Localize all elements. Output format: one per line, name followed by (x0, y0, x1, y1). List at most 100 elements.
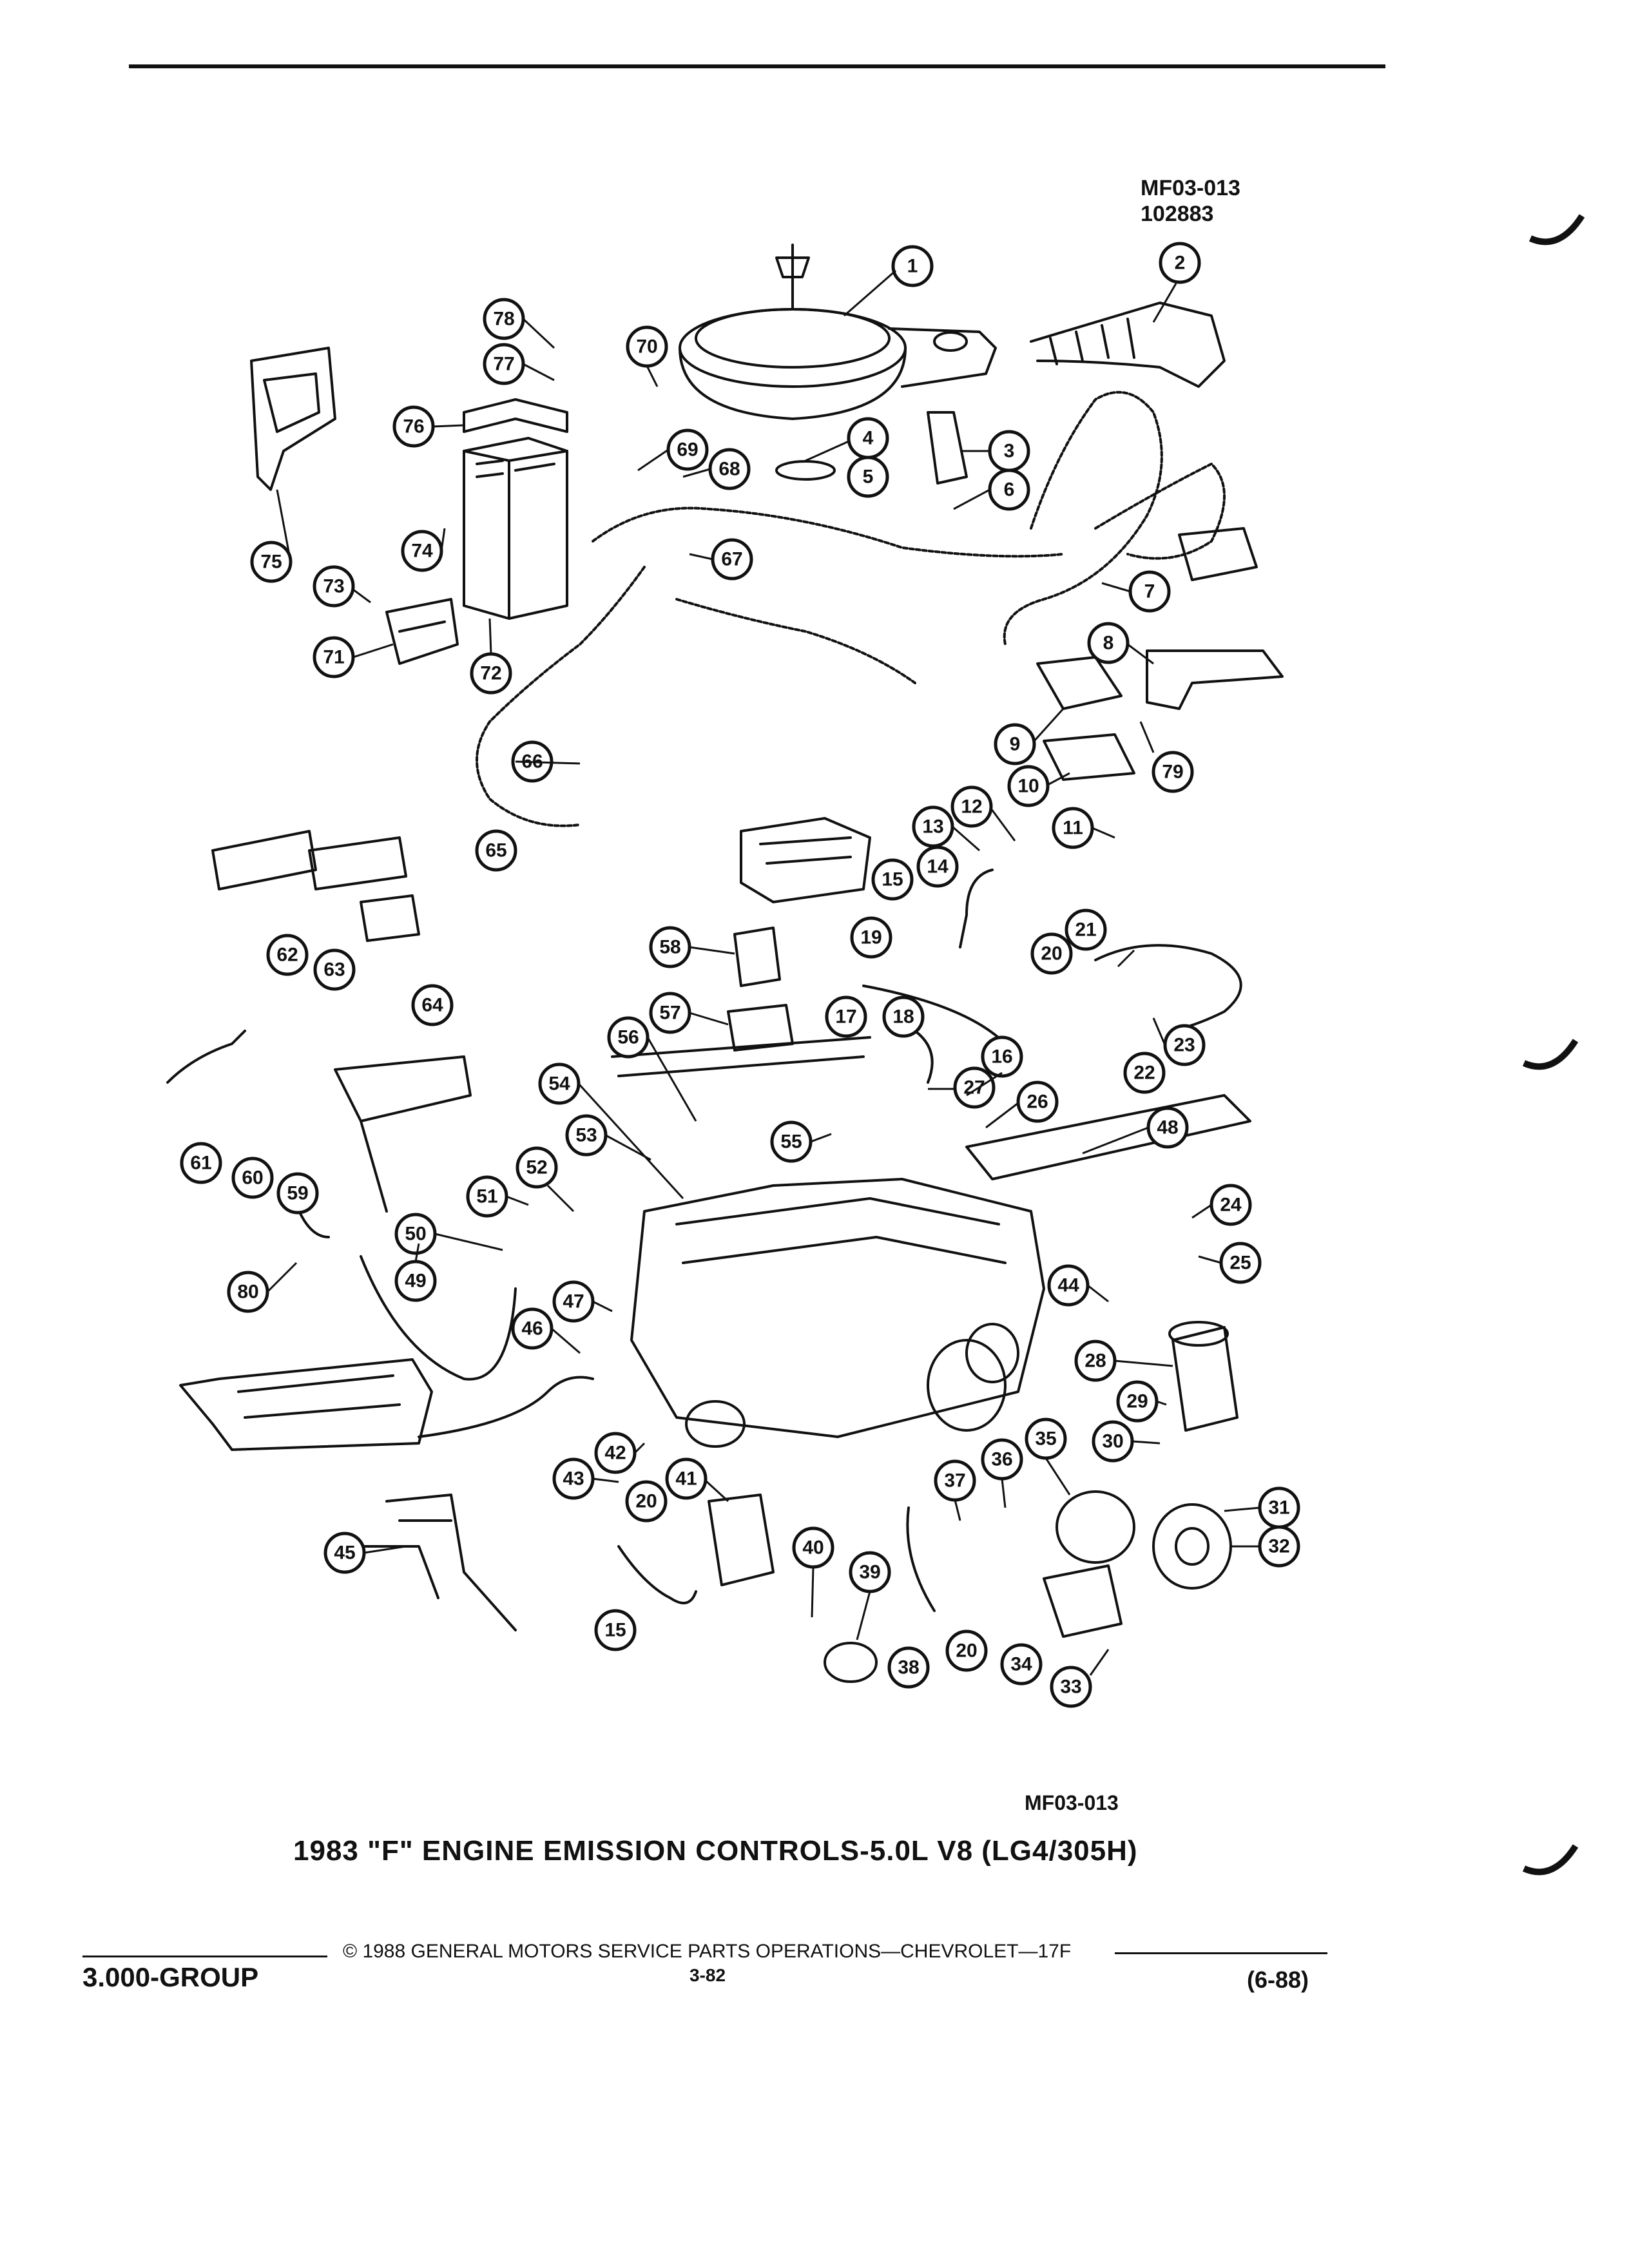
callout-69[interactable]: 69 (666, 428, 709, 471)
callout-26[interactable]: 26 (1016, 1081, 1059, 1123)
callout-39[interactable]: 39 (849, 1551, 891, 1593)
callout-54[interactable]: 54 (538, 1062, 581, 1105)
callout-62[interactable]: 62 (266, 934, 309, 976)
callout-23[interactable]: 23 (1163, 1024, 1206, 1066)
callout-58[interactable]: 58 (649, 926, 691, 968)
callout-44[interactable]: 44 (1047, 1264, 1090, 1307)
callout-68[interactable]: 68 (708, 448, 751, 490)
callout-4[interactable]: 4 (847, 417, 889, 459)
callout-15[interactable]: 15 (594, 1609, 637, 1651)
reference-number: 102883 (1141, 202, 1214, 226)
callout-label: 4 (863, 428, 874, 449)
callout-label: 12 (961, 796, 982, 818)
callout-74[interactable]: 74 (401, 530, 443, 572)
callout-46[interactable]: 46 (511, 1307, 554, 1350)
callout-32[interactable]: 32 (1258, 1525, 1300, 1568)
callout-14[interactable]: 14 (916, 845, 959, 888)
callout-51[interactable]: 51 (466, 1175, 508, 1218)
callout-label: 15 (882, 869, 903, 890)
callout-label: 2 (1175, 253, 1186, 274)
callout-27[interactable]: 27 (953, 1066, 996, 1109)
callout-48[interactable]: 48 (1146, 1106, 1189, 1149)
callout-12[interactable]: 12 (950, 785, 993, 828)
callout-18[interactable]: 18 (882, 995, 925, 1038)
callout-15[interactable]: 15 (871, 858, 914, 901)
callout-70[interactable]: 70 (626, 325, 668, 368)
callout-43[interactable]: 43 (552, 1457, 595, 1500)
callout-7[interactable]: 7 (1128, 570, 1171, 613)
callout-37[interactable]: 37 (934, 1459, 976, 1502)
callout-65[interactable]: 65 (475, 829, 517, 872)
callout-42[interactable]: 42 (594, 1432, 637, 1474)
callout-5[interactable]: 5 (847, 456, 889, 498)
callout-35[interactable]: 35 (1025, 1418, 1067, 1460)
callout-1[interactable]: 1 (891, 245, 934, 287)
callout-64[interactable]: 64 (411, 984, 454, 1026)
callout-24[interactable]: 24 (1210, 1184, 1252, 1226)
callout-13[interactable]: 13 (912, 805, 954, 848)
callout-40[interactable]: 40 (792, 1526, 834, 1569)
callout-38[interactable]: 38 (887, 1646, 930, 1689)
callout-67[interactable]: 67 (711, 538, 753, 581)
callout-36[interactable]: 36 (981, 1438, 1023, 1481)
callout-9[interactable]: 9 (994, 723, 1036, 765)
callout-59[interactable]: 59 (276, 1172, 319, 1215)
callout-29[interactable]: 29 (1116, 1380, 1159, 1423)
callout-41[interactable]: 41 (665, 1457, 708, 1500)
callout-11[interactable]: 11 (1052, 807, 1094, 849)
callout-63[interactable]: 63 (313, 948, 356, 991)
callout-21[interactable]: 21 (1065, 908, 1107, 951)
page-number: 3-82 (689, 1965, 726, 1985)
callout-49[interactable]: 49 (394, 1260, 437, 1302)
callout-71[interactable]: 71 (313, 636, 355, 678)
callout-17[interactable]: 17 (825, 995, 867, 1038)
callout-52[interactable]: 52 (516, 1146, 558, 1189)
callout-label: 40 (802, 1537, 824, 1559)
callout-72[interactable]: 72 (470, 652, 512, 695)
callout-20[interactable]: 20 (625, 1480, 668, 1523)
callout-73[interactable]: 73 (313, 565, 355, 608)
callout-label: 25 (1229, 1253, 1251, 1274)
callout-6[interactable]: 6 (988, 468, 1030, 511)
callout-80[interactable]: 80 (227, 1271, 269, 1313)
callout-56[interactable]: 56 (607, 1016, 650, 1059)
callout-label: 31 (1268, 1497, 1289, 1519)
callout-label: 36 (991, 1449, 1012, 1470)
callout-47[interactable]: 47 (552, 1280, 595, 1323)
callout-33[interactable]: 33 (1050, 1666, 1092, 1708)
callout-31[interactable]: 31 (1258, 1486, 1300, 1529)
callout-77[interactable]: 77 (483, 343, 525, 385)
callout-55[interactable]: 55 (770, 1120, 813, 1163)
callout-label: 19 (860, 927, 882, 948)
callout-10[interactable]: 10 (1007, 765, 1050, 807)
callout-45[interactable]: 45 (323, 1532, 366, 1574)
callout-8[interactable]: 8 (1087, 622, 1130, 664)
callout-61[interactable]: 61 (180, 1142, 222, 1184)
callout-label: 46 (521, 1318, 543, 1340)
callout-2[interactable]: 2 (1159, 242, 1201, 284)
callout-label: 14 (927, 856, 949, 878)
callout-label: 34 (1010, 1654, 1032, 1675)
callout-label: 21 (1075, 919, 1096, 941)
callout-25[interactable]: 25 (1219, 1242, 1262, 1284)
callout-label: 76 (403, 416, 424, 437)
callout-50[interactable]: 50 (394, 1213, 437, 1255)
callout-label: 61 (190, 1153, 211, 1174)
callout-75[interactable]: 75 (250, 541, 293, 583)
callout-57[interactable]: 57 (649, 992, 691, 1034)
callout-53[interactable]: 53 (565, 1114, 608, 1157)
callout-16[interactable]: 16 (981, 1035, 1023, 1078)
callout-79[interactable]: 79 (1152, 751, 1194, 793)
callout-20[interactable]: 20 (1030, 932, 1073, 975)
callout-78[interactable]: 78 (483, 298, 525, 340)
callout-label: 49 (405, 1271, 426, 1292)
callout-22[interactable]: 22 (1123, 1052, 1166, 1094)
callout-19[interactable]: 19 (850, 916, 892, 959)
callout-60[interactable]: 60 (231, 1157, 274, 1199)
callout-3[interactable]: 3 (988, 430, 1030, 472)
callout-34[interactable]: 34 (1000, 1643, 1043, 1686)
callout-28[interactable]: 28 (1074, 1340, 1117, 1382)
callout-30[interactable]: 30 (1092, 1420, 1134, 1463)
callout-20[interactable]: 20 (945, 1629, 988, 1672)
callout-76[interactable]: 76 (392, 405, 435, 448)
